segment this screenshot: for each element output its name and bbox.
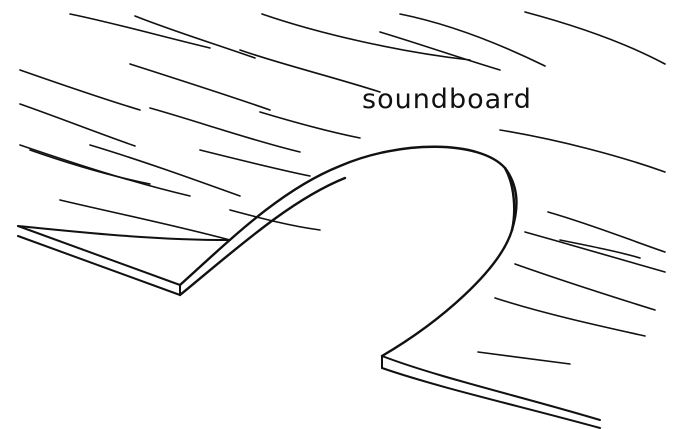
right-board-grain-lines bbox=[478, 212, 665, 364]
soundboard-label: soundboard bbox=[362, 86, 532, 113]
left-board-edge bbox=[18, 226, 230, 295]
bent-arch bbox=[180, 147, 516, 356]
right-board-edge bbox=[382, 356, 600, 428]
wood-grain-lines bbox=[20, 12, 665, 240]
